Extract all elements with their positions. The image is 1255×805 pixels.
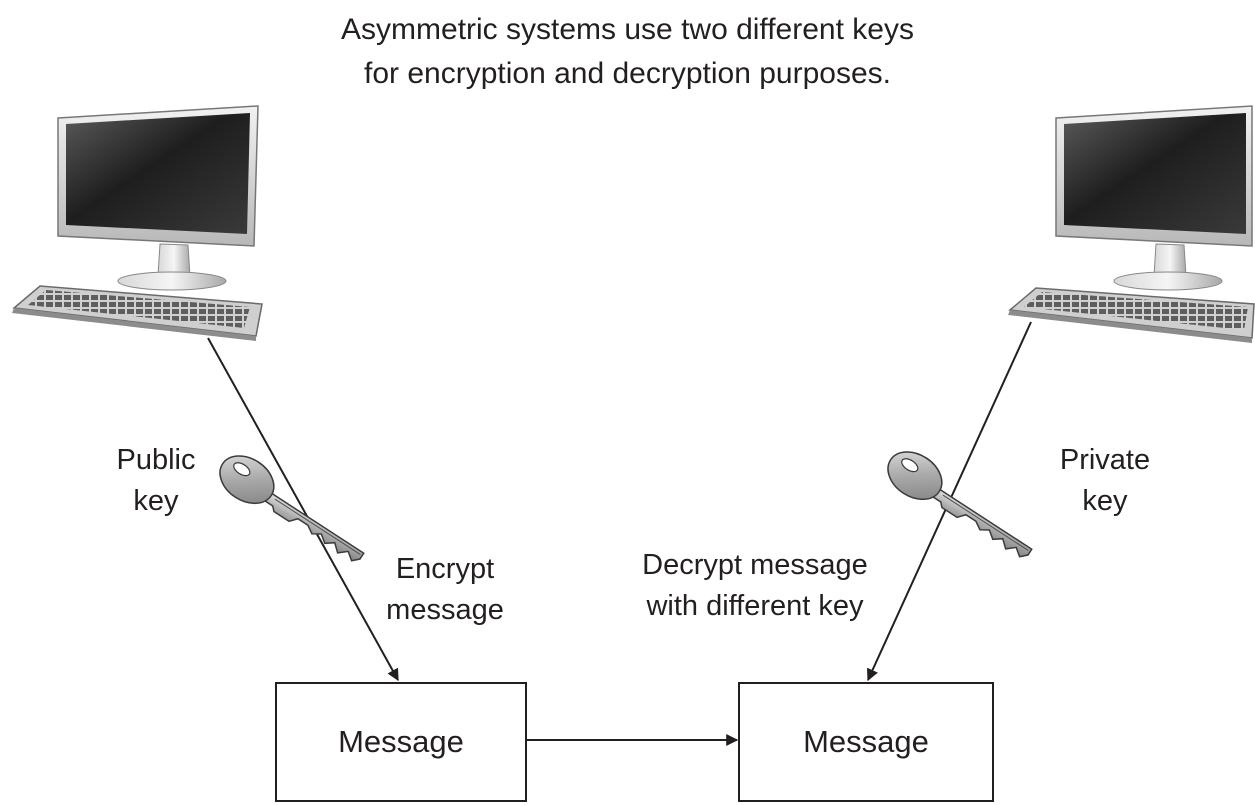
encrypt-label-line-1: Encrypt xyxy=(395,553,495,585)
left-message-text: Message xyxy=(338,724,464,759)
right-computer-icon xyxy=(1008,105,1255,343)
left-message-box: Message xyxy=(275,682,527,802)
decrypt-label-line-1: Decrypt message xyxy=(642,549,868,581)
left-computer-icon xyxy=(12,105,263,341)
connector-lines xyxy=(207,321,1032,746)
decrypt-label-line-2: with different key xyxy=(646,590,864,622)
right-message-text: Message xyxy=(803,724,929,759)
private-key-label-line-1: Private xyxy=(1059,444,1151,476)
public-key-icon xyxy=(219,455,365,562)
encrypt-arrow xyxy=(207,337,399,682)
private-key-label-line-2: key xyxy=(1082,485,1128,517)
title-line-2: for encryption and decryption purposes. xyxy=(364,57,891,90)
diagram-title: Asymmetric systems use two different key… xyxy=(0,8,1255,96)
public-key-label-line-2: key xyxy=(133,485,179,517)
encrypt-message-label: Encrypt message xyxy=(370,549,520,631)
private-key-icon xyxy=(887,451,1033,558)
public-key-label: Public key xyxy=(98,440,214,522)
public-key-label-line-1: Public xyxy=(116,444,196,476)
decrypt-message-label: Decrypt message with different key xyxy=(610,545,900,627)
encrypt-label-line-2: message xyxy=(386,594,504,626)
title-line-1: Asymmetric systems use two different key… xyxy=(341,13,914,46)
private-key-label: Private key xyxy=(1040,440,1170,522)
right-message-box: Message xyxy=(738,682,994,802)
